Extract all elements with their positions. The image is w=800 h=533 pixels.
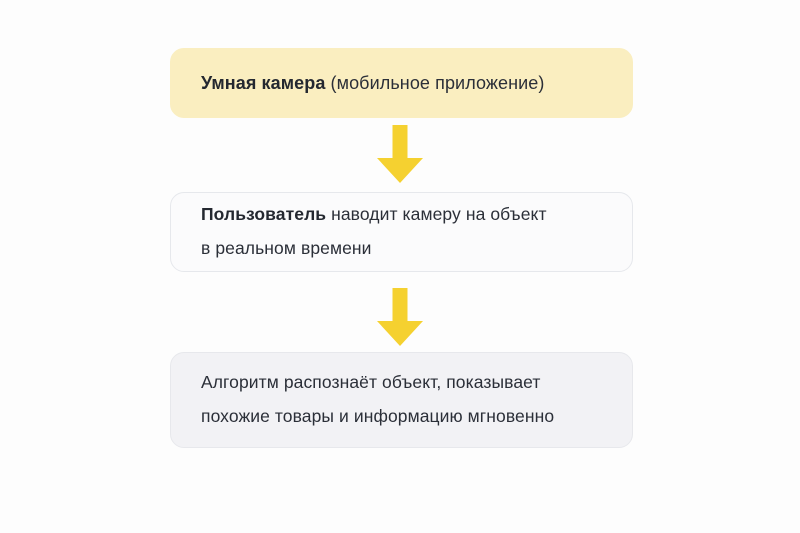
arrow-down-icon-shape [377, 125, 423, 183]
flow-node-smart-camera-lead: Умная камера [201, 72, 326, 93]
arrow-down-icon-shape [377, 288, 423, 346]
flow-node-user: Пользователь наводит камеру на объект в … [170, 192, 633, 272]
flow-node-smart-camera-line-1: Умная камера (мобильное приложение) [201, 66, 602, 101]
arrow-down-icon [377, 125, 423, 183]
arrow-down-icon [377, 288, 423, 346]
flow-node-algorithm-line-2: похожие товары и информацию мгновенно [201, 406, 555, 426]
flow-node-user-line-2: в реальном времени [201, 238, 372, 258]
flow-node-user-line-1: Пользователь наводит камеру на объект [201, 198, 602, 232]
flow-node-algorithm-line-1: Алгоритм распознаёт объект, показывает [201, 372, 541, 393]
flow-node-smart-camera-rest: (мобильное приложение) [325, 72, 545, 93]
flow-node-user-rest: наводит камеру на объект [326, 204, 547, 225]
flow-node-user-lead: Пользователь [201, 204, 327, 225]
flow-node-smart-camera: Умная камера (мобильное приложение) [170, 48, 633, 118]
flow-node-algorithm: Алгоритм распознаёт объект, показывает п… [170, 352, 633, 448]
